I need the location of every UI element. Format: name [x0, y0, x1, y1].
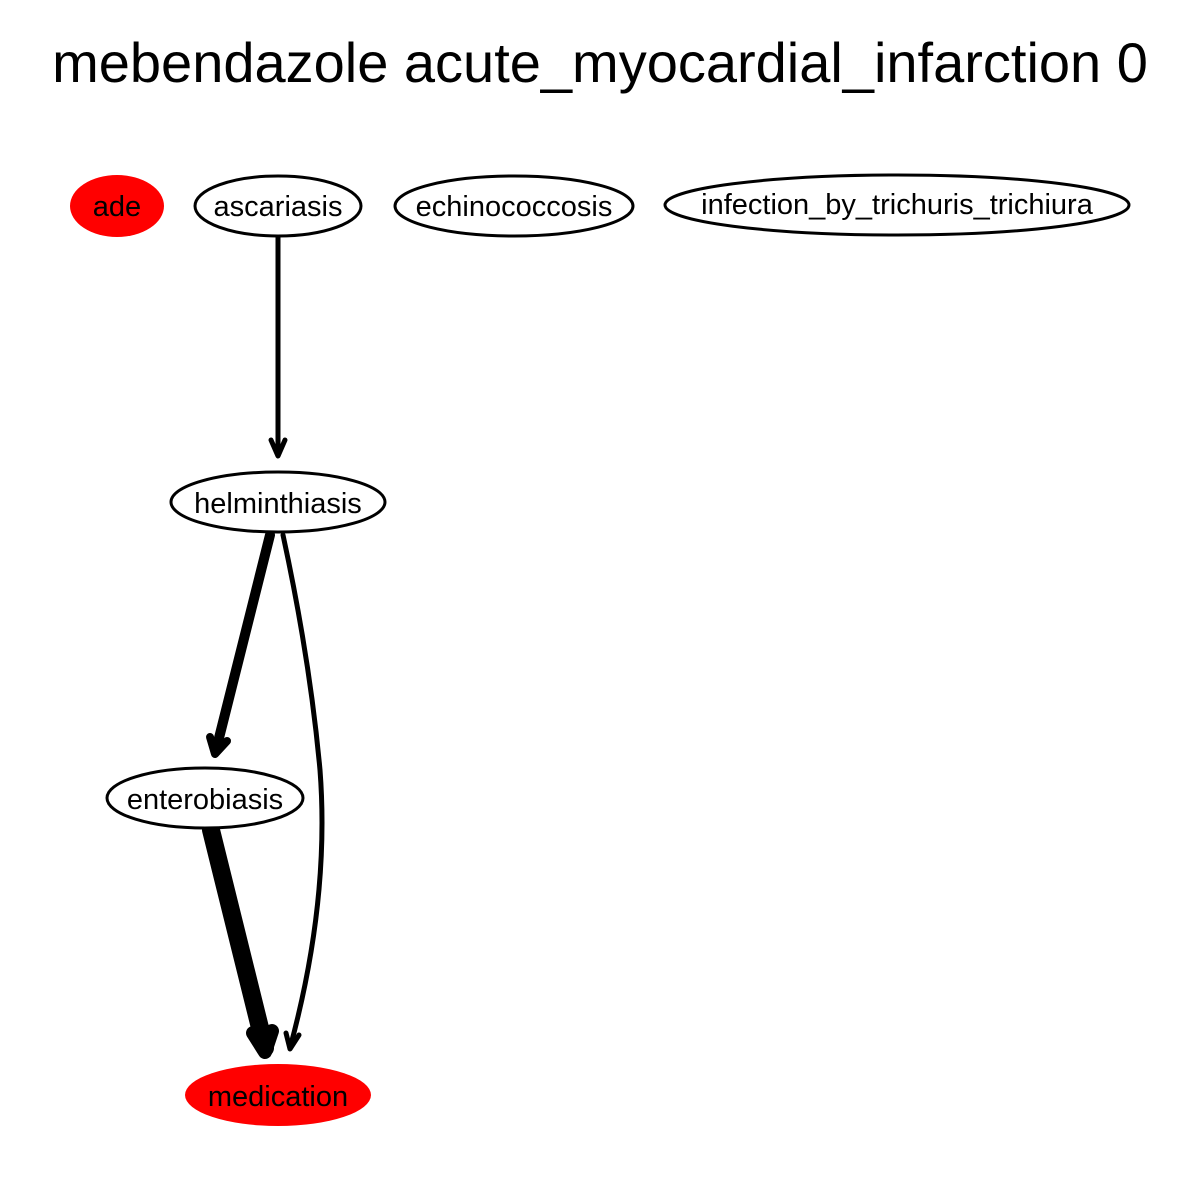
arrowhead	[206, 733, 231, 758]
node-enterobiasis[interactable]: enterobiasis	[105, 766, 305, 830]
node-echinococcosis[interactable]: echinococcosis	[393, 174, 635, 238]
node-ade[interactable]: ade	[70, 175, 164, 237]
node-label: ade	[93, 191, 141, 223]
edge-ascariasis-helminthiasis	[268, 234, 288, 459]
node-label: helminthiasis	[194, 488, 362, 520]
node-label: echinococcosis	[416, 191, 613, 223]
node-shape	[193, 174, 363, 238]
nodes: ade ascariasis echinococcosis infection_…	[70, 173, 1131, 1126]
arrowhead	[268, 437, 288, 459]
node-label: ascariasis	[214, 191, 343, 223]
arrowhead	[283, 1030, 302, 1052]
edge-enterobiasis-medication	[202, 821, 279, 1059]
node-ascariasis[interactable]: ascariasis	[193, 174, 363, 238]
node-shape	[393, 174, 635, 238]
node-shape	[105, 766, 305, 830]
node-infection-by-trichuris-trichiura[interactable]: infection_by_trichuris_trichiura	[663, 173, 1131, 237]
node-label: enterobiasis	[127, 784, 283, 816]
node-medication[interactable]: medication	[185, 1064, 371, 1126]
edge-helminthiasis-enterobiasis	[206, 530, 275, 758]
arrowhead	[246, 1024, 279, 1059]
node-shape	[169, 470, 387, 534]
node-shape	[663, 173, 1131, 237]
node-label: medication	[208, 1081, 348, 1113]
node-label: infection_by_trichuris_trichiura	[701, 189, 1094, 221]
edge-line	[202, 821, 274, 1057]
diagram-title: mebendazole acute_myocardial_infarction …	[52, 31, 1148, 94]
edge-line	[280, 532, 325, 1051]
node-helminthiasis[interactable]: helminthiasis	[169, 470, 387, 534]
node-shape	[185, 1064, 371, 1126]
node-shape	[70, 175, 164, 237]
edges	[202, 234, 325, 1059]
edge-helminthiasis-medication	[280, 532, 325, 1052]
edge-line	[211, 530, 275, 755]
